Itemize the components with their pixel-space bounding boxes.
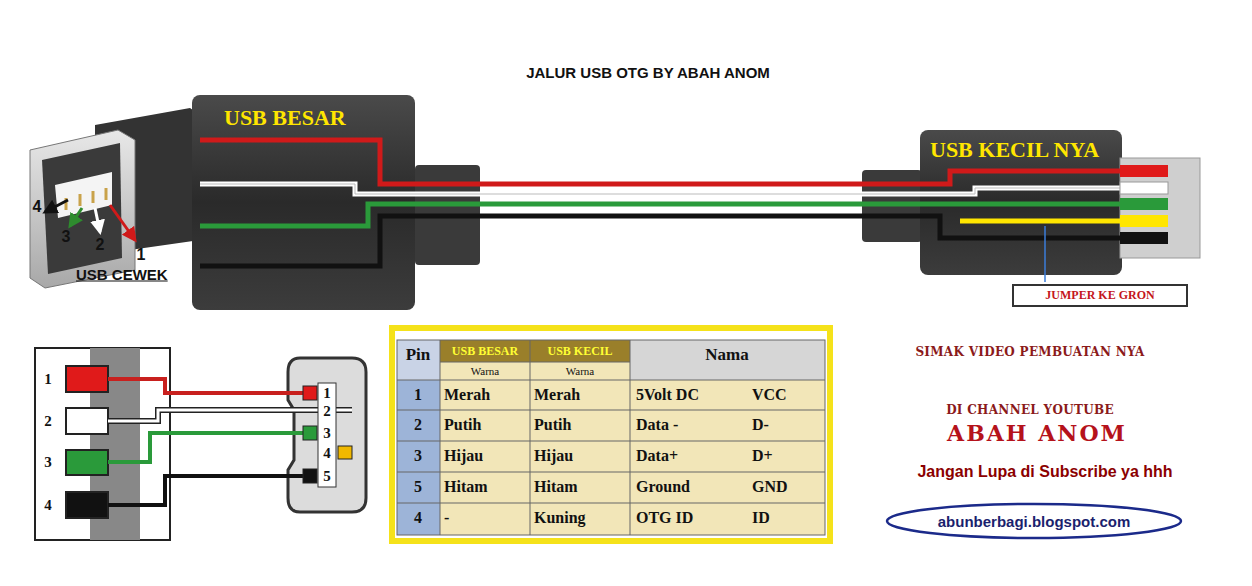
pin-number: 3 xyxy=(323,425,331,442)
part-name: USB BESAR xyxy=(224,105,346,131)
table-header: Pin xyxy=(406,345,431,365)
micro-tip xyxy=(1120,158,1200,258)
pin-number: 2 xyxy=(44,413,52,430)
table-subheader: Warna xyxy=(566,365,594,377)
table-cell: Putih xyxy=(534,416,571,434)
node-text: JUMPER KE GRON xyxy=(1020,288,1180,303)
pin-table xyxy=(392,328,830,541)
table-cell: ID xyxy=(752,509,770,527)
usb-female-connector xyxy=(30,108,200,288)
table-cell: Data - xyxy=(636,416,678,434)
url-ellipse: abunberbagi.blogspot.com xyxy=(885,502,1183,540)
wire-ends xyxy=(1120,165,1168,244)
channel-name: ABAH ANOM xyxy=(947,420,1127,446)
table-cell: Data+ xyxy=(636,447,678,465)
note: DI CHANNEL YOUTUBE xyxy=(946,403,1114,417)
table-cell: 2 xyxy=(414,416,422,434)
table-cell: 3 xyxy=(414,447,422,465)
table-subheader: Warna xyxy=(471,365,499,377)
note: Jangan Lupa di Subscribe ya hhh xyxy=(917,463,1172,481)
table-cell: VCC xyxy=(752,386,787,404)
callout-number: 3 xyxy=(62,228,71,246)
part-name: USB KECIL NYA xyxy=(930,137,1099,163)
table-cell: GND xyxy=(752,478,788,496)
pin-number: 1 xyxy=(44,371,52,388)
pin-number: 4 xyxy=(44,497,52,514)
pin-number: 5 xyxy=(323,468,331,485)
table-cell: Hitam xyxy=(534,478,578,496)
table-cell: Hitam xyxy=(444,478,488,496)
table-cell: Kuning xyxy=(534,509,586,527)
table-cell: OTG ID xyxy=(636,509,693,527)
pin-number: 3 xyxy=(44,454,52,471)
table-cell: 5 xyxy=(414,478,422,496)
table-cell: D+ xyxy=(752,447,773,465)
note: SIMAK VIDEO PEMBUATAN NYA xyxy=(915,345,1144,359)
node-text: abunberbagi.blogspot.com xyxy=(938,513,1131,530)
table-header: USB BESAR xyxy=(452,344,518,359)
callout-box: JUMPER KE GRON xyxy=(1012,284,1188,307)
table-cell: - xyxy=(444,509,449,527)
table-cell: Hijau xyxy=(534,447,573,465)
leader-line xyxy=(1044,226,1046,282)
part-name: USB CEWEK xyxy=(76,266,168,283)
callout-number: 4 xyxy=(33,198,42,216)
pin-number: 2 xyxy=(323,403,331,420)
callout-number: 1 xyxy=(137,246,146,264)
table-cell: Hijau xyxy=(444,447,483,465)
pin-number: 4 xyxy=(323,445,331,462)
table-header: USB KECIL xyxy=(547,344,612,359)
table-cell: Ground xyxy=(636,478,690,496)
table-cell: 5Volt DC xyxy=(636,386,699,404)
table-cell: D- xyxy=(752,416,769,434)
diagram-title: JALUR USB OTG BY ABAH ANOM xyxy=(526,64,770,81)
callout-number: 2 xyxy=(96,236,105,254)
table-cell: Putih xyxy=(444,416,481,434)
table-cell: 4 xyxy=(414,509,422,527)
table-header: Nama xyxy=(705,345,748,365)
pin-number: 1 xyxy=(323,385,331,402)
table-cell: Merah xyxy=(444,386,490,404)
table-cell: 1 xyxy=(414,386,422,404)
pinout-schematic xyxy=(35,348,366,540)
table-cell: Merah xyxy=(534,386,580,404)
